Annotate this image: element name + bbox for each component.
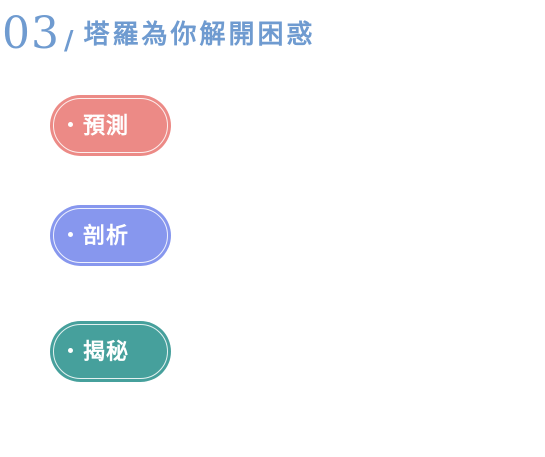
section-slash: / (64, 26, 74, 56)
bullet-dot-icon (68, 348, 73, 353)
pill-label: 剖析 (83, 222, 130, 249)
bullet-dot-icon (68, 232, 73, 237)
section-header: 03 / 塔羅為你解開困惑 (2, 4, 316, 56)
pill-predict: 預測 (50, 95, 171, 156)
section-number: 03 (2, 8, 60, 59)
pill-label: 揭秘 (83, 338, 130, 365)
bullet-dot-icon (68, 122, 73, 127)
pill-analyze: 剖析 (50, 205, 171, 266)
section-title: 塔羅為你解開困惑 (83, 20, 316, 50)
pill-reveal: 揭秘 (50, 321, 171, 382)
pill-label: 預測 (83, 112, 130, 139)
